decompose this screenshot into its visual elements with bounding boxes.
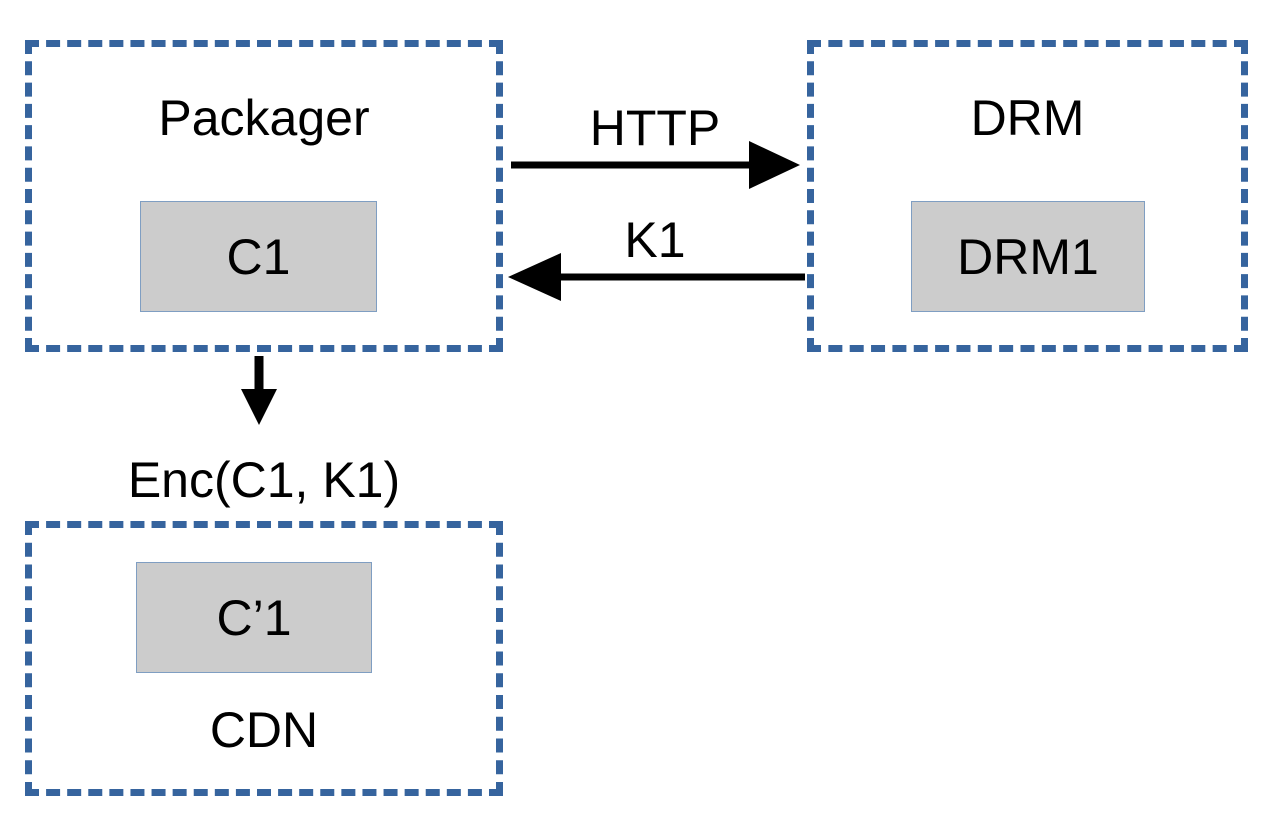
asset-box-c-prime-1[interactable]: C’1 <box>136 562 372 673</box>
asset-box-c1[interactable]: C1 <box>140 201 377 312</box>
edge-label-enc: Enc(C1, K1) <box>127 452 401 508</box>
edge-label-http: HTTP <box>589 100 721 156</box>
zone-cdn[interactable] <box>25 521 503 796</box>
arrow-enc <box>241 356 277 425</box>
zone-cdn-label: CDN <box>209 702 319 758</box>
zone-drm[interactable] <box>807 40 1248 352</box>
edge-label-k1: K1 <box>624 212 686 268</box>
asset-box-drm1[interactable]: DRM1 <box>911 201 1145 312</box>
zone-drm-label: DRM <box>970 90 1085 146</box>
zone-packager[interactable] <box>25 40 503 352</box>
zone-packager-label: Packager <box>158 90 370 146</box>
